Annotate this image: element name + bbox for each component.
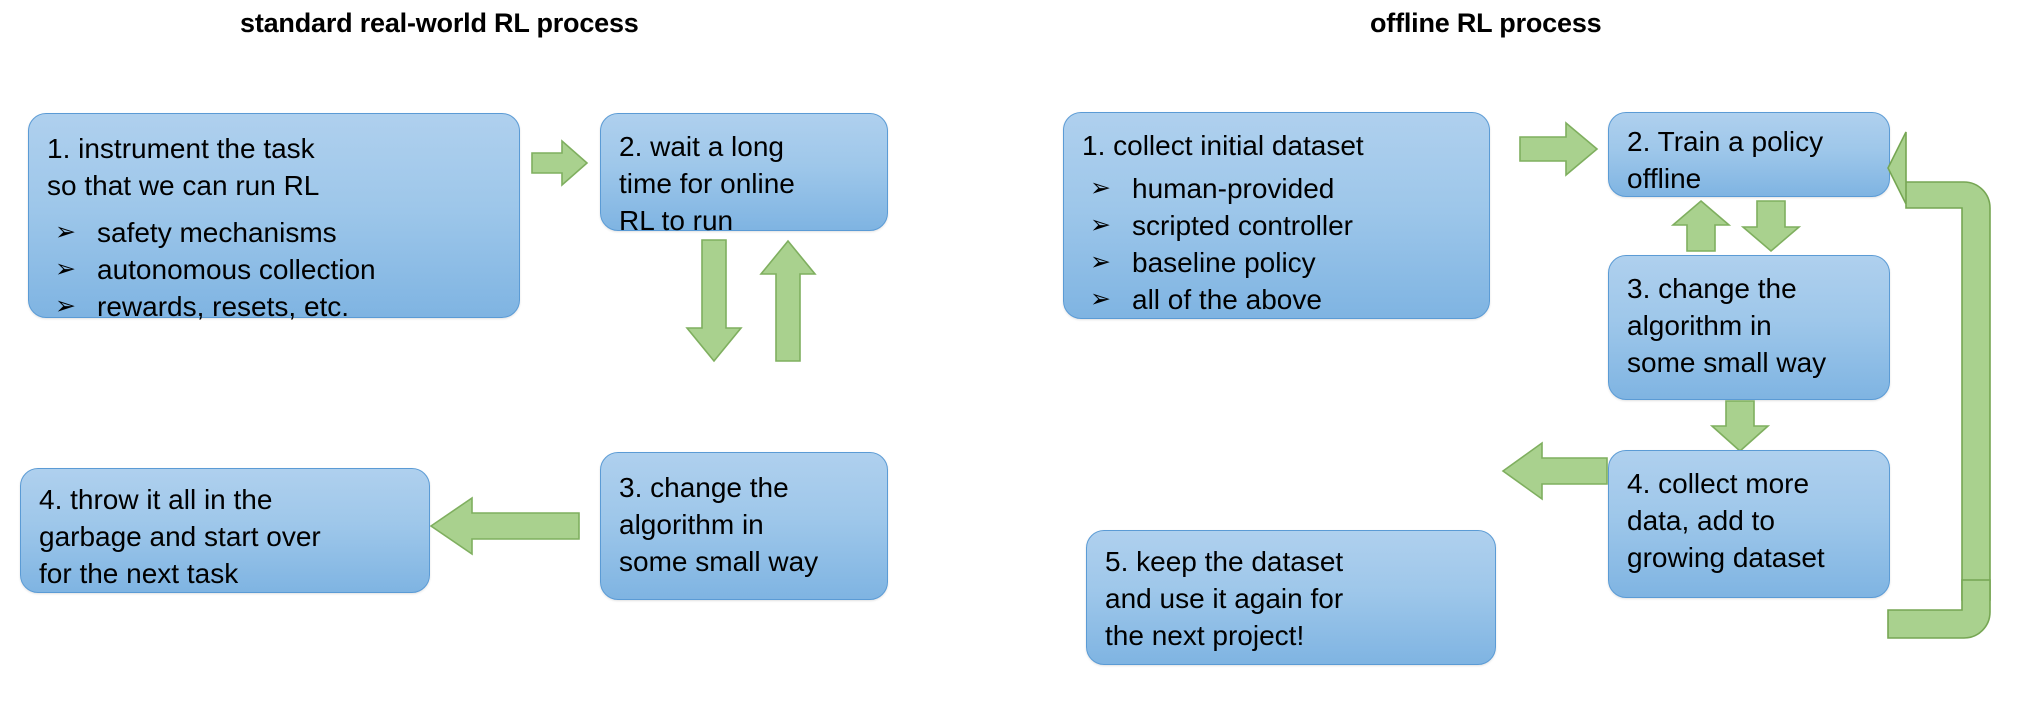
right-arrow-4-to-5 <box>1501 440 1608 502</box>
bullet-label: human-provided <box>1132 173 1335 204</box>
chevron-bullet-icon: ➢ <box>1090 174 1111 202</box>
list-item: ➢ human-provided <box>1082 170 1471 207</box>
left-arrow-3-to-4 <box>429 496 580 556</box>
left-arrow-1-to-2 <box>531 139 589 187</box>
list-item: ➢ scripted controller <box>1082 207 1471 244</box>
chevron-bullet-icon: ➢ <box>55 255 76 283</box>
right-node-1-lead: 1. collect initial dataset <box>1082 130 1364 161</box>
left-node-3-lead: 3. change the algorithm in some small wa… <box>619 472 819 577</box>
left-node-4-lead: 4. throw it all in the garbage and start… <box>39 484 321 589</box>
right-arrow-1-to-2 <box>1519 121 1599 177</box>
chevron-bullet-icon: ➢ <box>1090 248 1111 276</box>
list-item: ➢ autonomous collection <box>47 251 501 288</box>
right-node-2[interactable]: 2. Train a policy offline <box>1608 112 1890 197</box>
left-arrow-2-to-3 <box>685 239 743 363</box>
right-node-4-lead: 4. collect more data, add to growing dat… <box>1627 468 1825 573</box>
right-node-4[interactable]: 4. collect more data, add to growing dat… <box>1608 450 1890 598</box>
list-item: ➢ rewards, resets, etc. <box>47 288 501 325</box>
bullet-label: rewards, resets, etc. <box>97 291 350 322</box>
left-node-1-bullets: ➢ safety mechanisms ➢ autonomous collect… <box>47 214 501 325</box>
left-node-1-lead: 1. instrument the task so that we can ru… <box>47 133 320 201</box>
right-node-3[interactable]: 3. change the algorithm in some small wa… <box>1608 255 1890 400</box>
left-node-2-lead: 2. wait a long time for online RL to run <box>619 131 795 236</box>
right-node-2-lead: 2. Train a policy offline <box>1627 126 1824 194</box>
left-panel-title: standard real-world RL process <box>240 8 639 38</box>
bullet-label: autonomous collection <box>97 254 376 285</box>
right-node-1[interactable]: 1. collect initial dataset ➢ human-provi… <box>1063 112 1490 319</box>
left-node-2[interactable]: 2. wait a long time for online RL to run <box>600 113 888 236</box>
right-arrow-3-to-2 <box>1670 199 1732 252</box>
right-panel-title: offline RL process <box>1370 8 1602 38</box>
bullet-label: all of the above <box>1132 284 1322 315</box>
right-node-5[interactable]: 5. keep the dataset and use it again for… <box>1086 530 1496 665</box>
list-item: ➢ all of the above <box>1082 281 1471 318</box>
right-node-1-bullets: ➢ human-provided ➢ scripted controller ➢… <box>1082 170 1471 318</box>
right-arrow-4-to-2-feedback-tail <box>1886 579 2022 670</box>
list-item: ➢ baseline policy <box>1082 244 1471 281</box>
bullet-label: baseline policy <box>1132 247 1316 278</box>
chevron-bullet-icon: ➢ <box>1090 211 1111 239</box>
bullet-label: scripted controller <box>1132 210 1353 241</box>
chevron-bullet-icon: ➢ <box>1090 285 1111 313</box>
left-node-4[interactable]: 4. throw it all in the garbage and start… <box>20 468 430 593</box>
left-node-1[interactable]: 1. instrument the task so that we can ru… <box>28 113 520 322</box>
chevron-bullet-icon: ➢ <box>55 292 76 320</box>
right-node-3-lead: 3. change the algorithm in some small wa… <box>1627 273 1827 378</box>
right-arrow-3-to-4 <box>1709 400 1771 453</box>
right-node-5-lead: 5. keep the dataset and use it again for… <box>1105 546 1344 651</box>
bullet-label: safety mechanisms <box>97 217 337 248</box>
left-arrow-3-to-2 <box>759 239 817 362</box>
left-node-3[interactable]: 3. change the algorithm in some small wa… <box>600 452 888 600</box>
chevron-bullet-icon: ➢ <box>55 218 76 246</box>
list-item: ➢ safety mechanisms <box>47 214 501 251</box>
right-arrow-2-to-3 <box>1740 200 1802 253</box>
right-arrow-4-to-2-feedback <box>1886 120 2022 601</box>
